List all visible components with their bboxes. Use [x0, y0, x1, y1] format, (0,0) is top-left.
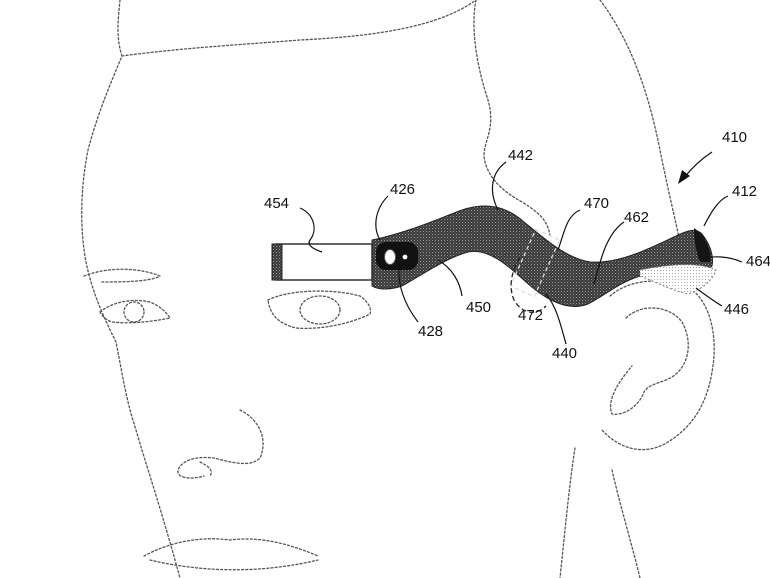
sensor-dot-icon	[402, 254, 408, 260]
camera-housing	[376, 242, 418, 270]
component-470	[509, 228, 561, 298]
hair-back-outline	[599, 0, 685, 263]
nostril	[199, 461, 212, 477]
ear-strap	[639, 264, 717, 295]
leader-462	[593, 221, 625, 285]
leader-454	[299, 207, 323, 253]
nose	[177, 409, 264, 479]
wearable-device	[271, 205, 717, 313]
leader-lines	[299, 151, 743, 345]
jaw-line	[559, 447, 576, 578]
label-446: 446	[724, 301, 749, 318]
leader-470	[557, 209, 581, 251]
upper-lip	[143, 538, 319, 557]
camera-lens-icon	[384, 249, 396, 265]
frame-band	[371, 205, 713, 308]
leader-446	[695, 287, 723, 307]
display-bar-end	[271, 243, 283, 281]
leader-426	[375, 195, 389, 241]
label-470: 470	[584, 195, 609, 212]
leader-440	[545, 293, 567, 345]
label-450: 450	[466, 299, 491, 316]
label-472: 472	[518, 307, 543, 324]
display-bar	[275, 243, 373, 281]
leader-428	[398, 261, 419, 323]
label-426: 426	[390, 181, 415, 198]
camera-module	[376, 242, 418, 270]
arrow-410-head-icon	[678, 170, 690, 184]
left-eye	[99, 299, 172, 324]
ear-inner	[609, 307, 689, 415]
label-462: 462	[624, 209, 649, 226]
temple-line	[473, 0, 551, 237]
leader-412	[703, 195, 729, 227]
neck-line	[611, 469, 641, 578]
label-428: 428	[418, 323, 443, 340]
face-outline	[81, 0, 715, 578]
hair-outline	[121, 0, 477, 57]
label-442: 442	[508, 147, 533, 164]
right-eye-pupil	[299, 295, 341, 325]
label-454: 454	[264, 195, 289, 212]
end-piece-tip	[694, 228, 711, 262]
ear-outer	[601, 280, 715, 451]
leader-464	[703, 256, 743, 263]
face-left-contour	[81, 0, 181, 578]
component-472-outline	[510, 257, 547, 313]
lower-lip	[149, 559, 319, 571]
label-440: 440	[552, 345, 577, 362]
reference-labels: 410 412 464 446 442 470 462 426 454 450 …	[264, 129, 770, 362]
left-eye-iris	[123, 301, 145, 323]
label-410: 410	[722, 129, 747, 146]
label-464: 464	[746, 253, 770, 270]
arrow-410	[683, 151, 713, 179]
right-eye	[267, 290, 372, 330]
eyebrow	[83, 268, 162, 283]
label-412: 412	[732, 183, 757, 200]
leader-450	[437, 259, 463, 297]
leader-442	[491, 161, 507, 211]
